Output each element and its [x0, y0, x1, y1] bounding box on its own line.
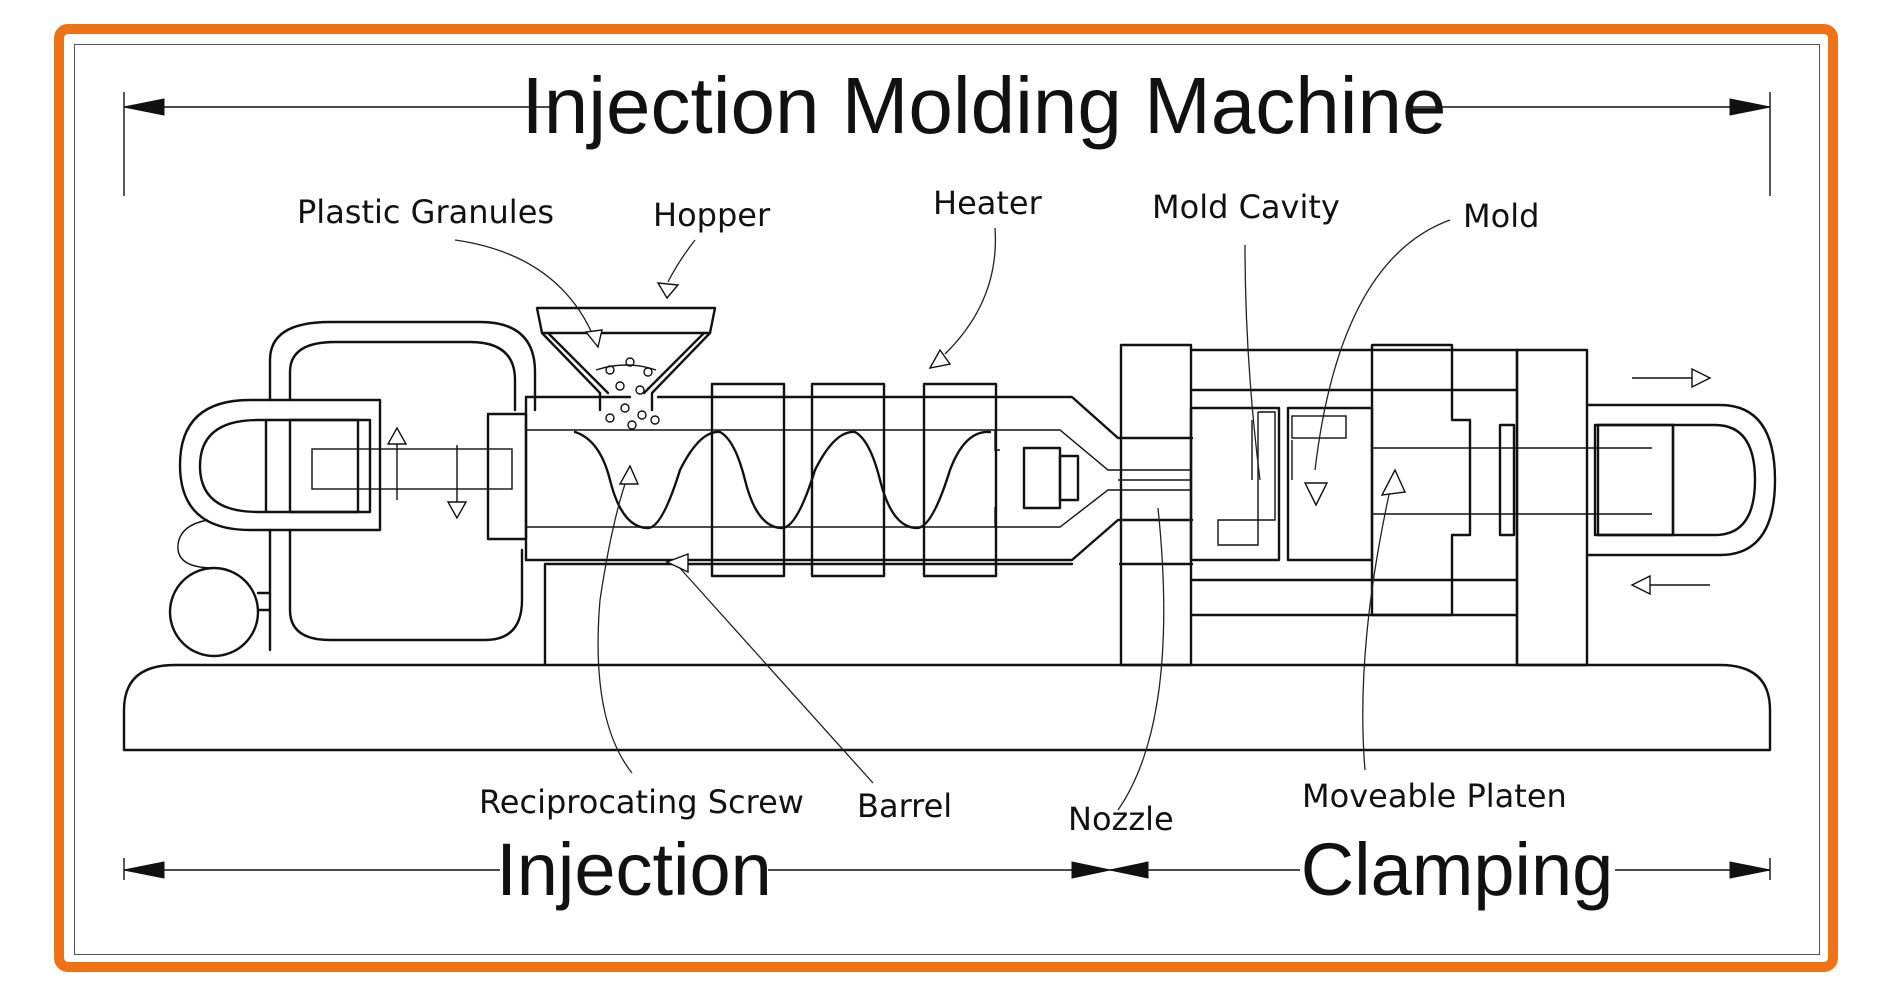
clamping-right-arrow-icon	[1729, 861, 1771, 879]
diagram-inner-border	[74, 44, 1820, 955]
label-barrel: Barrel	[857, 787, 952, 825]
arrowhead-left-icon	[123, 98, 165, 116]
hydraulic-unit	[168, 320, 537, 658]
label-mold: Mold	[1463, 197, 1539, 235]
label-mold-cavity: Mold Cavity	[1152, 188, 1340, 226]
barrel-assembly	[486, 382, 1194, 667]
clamping-unit	[1119, 343, 1777, 667]
label-reciprocating-screw: Reciprocating Screw	[479, 783, 804, 821]
pointer-mold-icon	[1303, 482, 1329, 507]
clamping-left-arrow-icon	[1109, 861, 1149, 879]
leaders	[454, 219, 1451, 811]
rear-platen	[1515, 348, 1589, 667]
arrowhead-right-icon	[1729, 98, 1771, 116]
heater-band-3	[922, 382, 998, 578]
pump-motor	[168, 566, 260, 658]
moveable-platen	[1370, 343, 1472, 617]
section-dimension-line	[123, 858, 1771, 880]
title-dimension-line	[123, 92, 1771, 196]
flow-down-arrow-icon	[446, 501, 468, 520]
reciprocating-screw	[573, 430, 992, 530]
section-clamping: Clamping	[1301, 828, 1614, 911]
mold-fixed-half	[1189, 406, 1281, 562]
heater-band-1	[710, 382, 786, 578]
section-injection: Injection	[496, 828, 772, 911]
plastic-granules	[605, 357, 660, 430]
pointer-barrel-icon	[665, 552, 689, 574]
machine-base	[122, 663, 1772, 752]
diagram-title: Injection Molding Machine	[522, 61, 1447, 150]
pointer-screw-icon	[618, 464, 640, 485]
pointer-hopper-icon	[656, 282, 680, 300]
pointer-platen-icon	[1380, 468, 1407, 496]
label-hopper: Hopper	[653, 196, 771, 234]
injection-right-arrow-icon	[1071, 861, 1111, 879]
injection-ram-housing	[486, 412, 528, 541]
label-moveable-platen: Moveable Platen	[1302, 777, 1567, 815]
mold-moving-half	[1286, 406, 1374, 562]
pointer-heater-icon	[928, 348, 952, 369]
hopper	[535, 306, 717, 430]
pointer-granules-icon	[584, 329, 603, 349]
close-direction-arrow-icon	[1630, 574, 1651, 596]
label-plastic-granules: Plastic Granules	[297, 193, 554, 231]
heater-band-2	[810, 382, 886, 578]
stationary-platen	[1119, 343, 1193, 667]
open-direction-arrow-icon	[1691, 367, 1712, 389]
barrel	[524, 395, 1194, 562]
label-heater: Heater	[933, 184, 1043, 222]
injection-left-arrow-icon	[123, 861, 165, 879]
diagram-frame	[54, 24, 1838, 972]
label-nozzle: Nozzle	[1068, 800, 1174, 838]
flow-up-arrow-icon	[386, 426, 408, 445]
